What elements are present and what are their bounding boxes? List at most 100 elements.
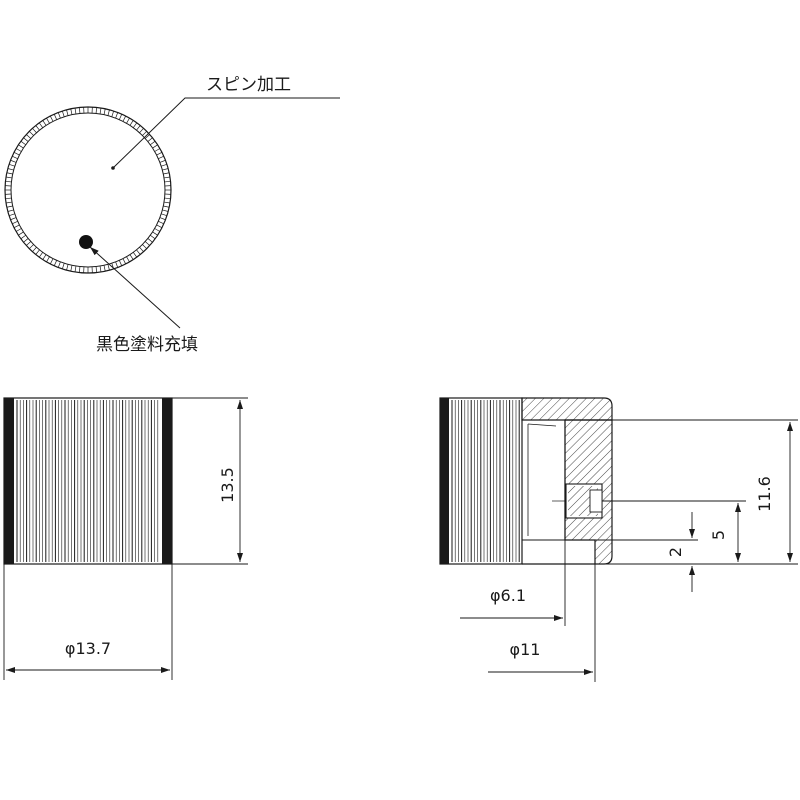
knurl-tick [164, 180, 171, 183]
knurl-tick [132, 252, 138, 258]
knurl-tick [142, 244, 147, 249]
knurl-tick [15, 148, 22, 152]
knurl-tick [10, 217, 17, 221]
knurl-tick [78, 266, 81, 273]
knurl-ribs-left [16, 400, 159, 562]
knurl-tick [53, 260, 58, 266]
knurl-tick [163, 172, 170, 175]
knurl-tick [136, 125, 141, 131]
knurl-tick [139, 246, 144, 252]
knurl-tick [164, 197, 171, 200]
knurl-tick [53, 114, 58, 120]
knurl-tick [139, 128, 144, 134]
paint-fill-label: 黒色塗料充填 [96, 334, 198, 355]
section-view-right: 11.6 5 2 φ6.1 φ11 [439, 397, 798, 682]
knob-edge-left [4, 398, 14, 564]
knurl-tick [159, 159, 166, 163]
knurl-tick [7, 209, 14, 212]
knurl-tick [78, 107, 81, 114]
dim-label-13-7: φ13.7 [65, 639, 111, 658]
knurl-tick [35, 125, 40, 131]
knurl-tick [129, 254, 134, 260]
knurl-tick [62, 110, 65, 117]
knurl-tick [152, 231, 158, 236]
knurl-tick [38, 122, 44, 128]
knurl-tick [57, 261, 61, 268]
knurl-tick [18, 144, 24, 149]
knurl-ticks [5, 107, 171, 273]
set-screw-head [589, 489, 603, 513]
knurl-tick [46, 256, 50, 263]
knurl-tick [42, 120, 47, 126]
knurl-tick [32, 246, 37, 252]
knurl-tick [156, 152, 163, 156]
knurl-tick [13, 224, 20, 228]
knurl-tick [57, 112, 61, 119]
knurl-tick [62, 263, 65, 270]
knurl-tick [20, 234, 26, 240]
paint-fill-leader [89, 246, 181, 329]
knurl-tick [129, 120, 134, 126]
knurl-tick [132, 122, 138, 128]
knurl-tick [32, 128, 37, 134]
knob-edge-right [162, 398, 172, 564]
knurl-tick [10, 159, 17, 163]
knurl-tick [26, 241, 32, 246]
knurl-tick [161, 164, 168, 167]
knurl-tick [107, 109, 110, 116]
knurl-tick [158, 220, 164, 225]
knurl-tick [156, 224, 163, 228]
knurl-tick [122, 258, 126, 265]
knurl-tick [29, 244, 34, 249]
knurl-tick [136, 249, 141, 255]
knurl-tick [147, 238, 153, 243]
knurl-tick [8, 164, 15, 167]
dim-label-11: φ11 [510, 640, 541, 659]
knurl-tick [29, 131, 34, 136]
knurl-tick [142, 131, 147, 136]
knurl-tick [74, 107, 77, 115]
knurl-tick [107, 264, 110, 271]
knurl-tick [5, 180, 12, 183]
paint-dot [79, 235, 93, 249]
dim-label-2: 2 [666, 547, 685, 557]
knurl-tick [161, 213, 168, 216]
side-view-left: 13.5 φ13.7 [3, 397, 248, 680]
knurl-tick [159, 217, 166, 221]
knurl-tick [5, 176, 13, 179]
knurl-tick [6, 172, 13, 175]
knurl-tick [5, 201, 13, 204]
knurl-tick [111, 110, 114, 117]
knurl-tick [66, 109, 69, 116]
spin-finish-leader [112, 97, 340, 169]
knurl-tick [150, 234, 156, 240]
knurl-tick [26, 134, 32, 139]
knurl-tick [152, 144, 158, 149]
knurl-tick [46, 117, 50, 124]
knurl-tick [154, 228, 161, 232]
knurl-tick [5, 197, 12, 200]
section-knurl-edge [440, 398, 449, 564]
top-view: スピン加工 黒色塗料充填 [4, 75, 340, 355]
knurl-tick [147, 137, 153, 142]
knurl-ribs-right [451, 400, 520, 562]
knurl-tick [126, 256, 130, 263]
knurl-tick [13, 152, 20, 156]
knurl-tick [50, 258, 54, 265]
knurl-tick [115, 261, 119, 268]
dim-label-11-6: 11.6 [755, 476, 774, 512]
knurl-tick [18, 231, 24, 236]
knurl-tick [99, 107, 102, 115]
knurl-tick [115, 112, 119, 119]
knurl-tick [118, 114, 123, 120]
knurl-tick [103, 108, 106, 115]
knurl-tick [95, 107, 98, 114]
knurl-tick [15, 228, 22, 232]
knurl-tick [122, 115, 126, 122]
knurl-tick [66, 264, 69, 271]
bore-slope [527, 423, 557, 427]
knurl-tick [103, 265, 106, 272]
knurl-tick [126, 117, 130, 124]
knurl-tick [20, 140, 26, 146]
